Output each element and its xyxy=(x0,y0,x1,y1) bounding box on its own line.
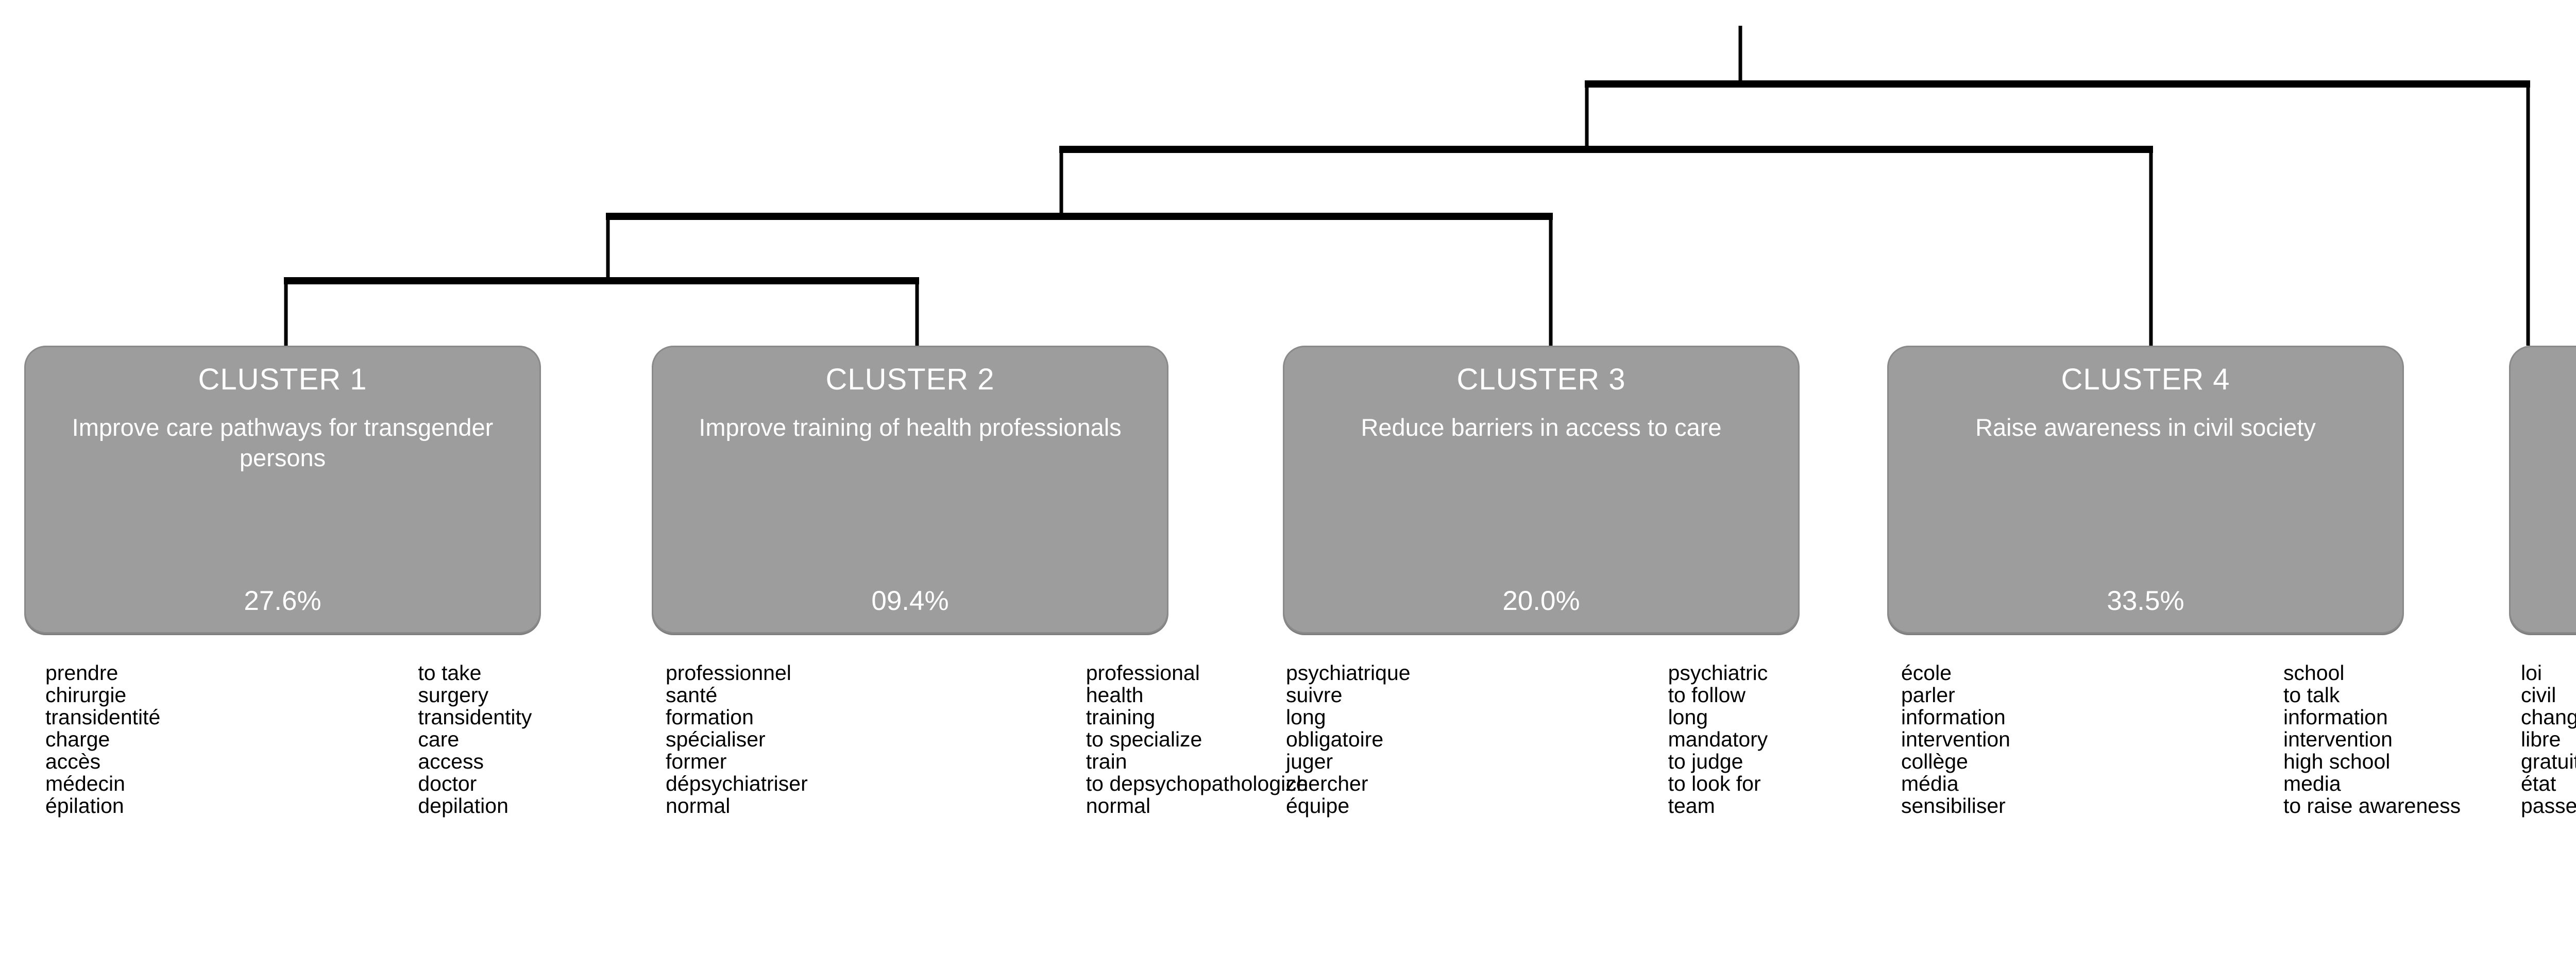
word-item: transidentity xyxy=(418,705,532,729)
word-item: school xyxy=(2283,661,2345,685)
cluster-card[interactable]: CLUSTER 4 Raise awareness in civil socie… xyxy=(1887,346,2404,634)
cluster-description: Facilitate the change of civil status xyxy=(2570,412,2576,443)
word-item: to take xyxy=(418,661,482,685)
dendrogram-tree xyxy=(0,0,2576,361)
word-item: to depsychopathologize xyxy=(1086,772,1308,795)
word-item: santé xyxy=(666,683,718,707)
word-item: training xyxy=(1086,705,1156,729)
word-item: libre xyxy=(2521,727,2561,751)
word-item: care xyxy=(418,727,460,751)
word-item: health xyxy=(1086,683,1144,707)
word-item: to raise awareness xyxy=(2283,794,2461,818)
word-item: parler xyxy=(1901,683,1955,707)
word-item: intervention xyxy=(1901,727,2010,751)
word-item: média xyxy=(1901,772,1959,795)
word-item: to follow xyxy=(1668,683,1745,707)
word-item: surgery xyxy=(418,683,489,707)
word-item: juger xyxy=(1286,750,1333,773)
cluster-description: Reduce barriers in access to care xyxy=(1361,414,1722,441)
word-item: to talk xyxy=(2283,683,2340,707)
word-item: to specialize xyxy=(1086,727,1202,751)
word-item: transidentité xyxy=(45,705,161,729)
word-item: psychiatric xyxy=(1668,661,1768,685)
cluster-description: Improve care pathways for transgender pe… xyxy=(72,414,494,472)
word-item: information xyxy=(1901,705,2006,729)
word-item: information xyxy=(2283,705,2388,729)
word-item: loi xyxy=(2521,661,2543,685)
word-item: professional xyxy=(1086,661,1200,685)
word-item: mandatory xyxy=(1668,727,1768,751)
word-item: high school xyxy=(2283,750,2391,773)
cluster-description: Raise awareness in civil society xyxy=(1975,414,2316,441)
word-item: normal xyxy=(666,794,731,818)
word-item: suivre xyxy=(1286,683,1343,707)
cluster-card[interactable]: CLUSTER 3 Reduce barriers in access to c… xyxy=(1283,346,1800,634)
cluster-percentage: 20.0% xyxy=(1502,586,1580,616)
word-item: charge xyxy=(45,727,110,751)
cluster-title: CLUSTER 3 xyxy=(1456,363,1626,396)
word-item: médecin xyxy=(45,772,125,795)
cluster-description: Improve training of health professionals xyxy=(699,414,1122,441)
word-item: sensibiliser xyxy=(1901,794,2006,818)
word-item: intervention xyxy=(2283,727,2393,751)
cluster-word-list: loicivilchangementlibregratuitétatpasser… xyxy=(2521,661,2576,818)
word-item: obligatoire xyxy=(1286,727,1384,751)
word-item: normal xyxy=(1086,794,1151,818)
word-item: media xyxy=(2283,772,2341,795)
word-item: formation xyxy=(666,705,754,729)
word-item: chercher xyxy=(1286,772,1368,795)
cluster-title: CLUSTER 1 xyxy=(198,363,367,396)
word-item: depilation xyxy=(418,794,509,818)
word-item: civil xyxy=(2521,683,2556,707)
word-item: prendre xyxy=(45,661,118,685)
word-item: passer xyxy=(2521,794,2576,818)
word-item: changement xyxy=(2521,705,2576,729)
word-item: dépsychiatriser xyxy=(666,772,808,795)
cluster-percentage: 09.4% xyxy=(871,586,949,616)
word-item: to judge xyxy=(1668,750,1743,773)
word-item: long xyxy=(1286,705,1326,729)
cluster-card[interactable]: CLUSTER 5 Facilitate the change of civil… xyxy=(2509,346,2576,634)
word-item: chirurgie xyxy=(45,683,127,707)
cluster-card[interactable]: CLUSTER 2 Improve training of health pro… xyxy=(652,346,1168,634)
word-item: doctor xyxy=(418,772,477,795)
word-item: épilation xyxy=(45,794,124,818)
word-item: école xyxy=(1901,661,1952,685)
cluster-title: CLUSTER 2 xyxy=(825,363,995,396)
cluster-percentage: 33.5% xyxy=(2107,586,2184,616)
word-item: équipe xyxy=(1286,794,1350,818)
word-item: long xyxy=(1668,705,1708,729)
cluster-title: CLUSTER 4 xyxy=(2061,363,2230,396)
word-column-french: loicivilchangementlibregratuitétatpasser xyxy=(2521,661,2576,818)
word-item: to look for xyxy=(1668,772,1761,795)
word-item: psychiatrique xyxy=(1286,661,1411,685)
cluster-card[interactable]: CLUSTER 1 Improve care pathways for tran… xyxy=(24,346,541,634)
word-item: gratuit xyxy=(2521,750,2576,773)
word-item: état xyxy=(2521,772,2556,795)
word-item: former xyxy=(666,750,727,773)
word-item: spécialiser xyxy=(666,727,766,751)
word-item: collège xyxy=(1901,750,1968,773)
word-item: professionnel xyxy=(666,661,791,685)
cluster-percentage: 27.6% xyxy=(244,586,321,616)
dendrogram-svg xyxy=(284,26,2530,346)
word-item: access xyxy=(418,750,484,773)
word-item: train xyxy=(1086,750,1127,773)
word-item: accès xyxy=(45,750,101,773)
word-item: team xyxy=(1668,794,1715,818)
